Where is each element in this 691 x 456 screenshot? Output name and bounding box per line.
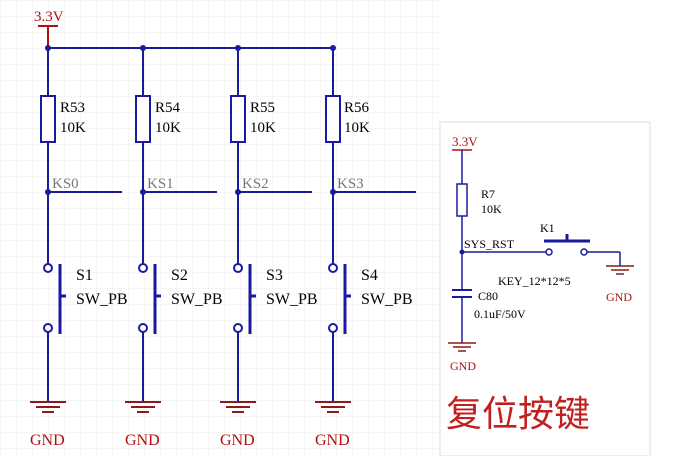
resistor-r7 — [456, 183, 468, 217]
resistor-r55 — [230, 95, 246, 143]
reset-switch-type: KEY_12*12*5 — [498, 274, 571, 288]
key-column-3: R55 10K KS2 S3 SW_PB GND — [220, 45, 318, 449]
ground-label: GND — [125, 432, 160, 449]
switch-ref: S4 — [361, 267, 378, 284]
power-label: 3.3V — [34, 9, 64, 25]
ground-label: GND — [30, 432, 65, 449]
switch-type: SW_PB — [266, 291, 318, 308]
switch-contact — [328, 323, 338, 333]
resistor-ref: R55 — [250, 100, 275, 116]
resistor-r53 — [40, 95, 56, 143]
resistor-value: 10K — [60, 120, 86, 136]
net-label: KS1 — [147, 176, 174, 192]
switch-type: SW_PB — [361, 291, 413, 308]
key-column-2: R54 10K KS1 S2 SW_PB GND — [125, 45, 223, 449]
reset-switch-ref: K1 — [540, 221, 555, 235]
key-circuit: 3.3V R53 10K KS0 S1 SW_PB GND — [30, 9, 416, 449]
ground-label: GND — [315, 432, 350, 449]
resistor-ref: R54 — [155, 100, 181, 116]
resistor-r54 — [135, 95, 151, 143]
left-grid-background — [0, 0, 440, 456]
switch-contact — [233, 323, 243, 333]
key-column-1: R53 10K KS0 S1 SW_PB GND — [30, 45, 128, 449]
switch-contact — [43, 323, 53, 333]
key-column-4: R56 10K KS3 S4 SW_PB GND — [315, 45, 416, 449]
capacitor-value: 0.1uF/50V — [474, 307, 526, 321]
resistor-ref: R53 — [60, 100, 85, 116]
ground-label: GND — [220, 432, 255, 449]
capacitor-ref: C80 — [478, 289, 498, 303]
switch-type: SW_PB — [76, 291, 128, 308]
switch-type: SW_PB — [171, 291, 223, 308]
reset-switch-ground-label: GND — [606, 290, 632, 304]
reset-panel — [439, 121, 651, 456]
resistor-value: 10K — [155, 120, 181, 136]
switch-contact — [43, 263, 53, 273]
switch-ref: S1 — [76, 267, 93, 284]
switch-contact — [545, 248, 553, 256]
switch-contact — [233, 263, 243, 273]
resistor-value: 10K — [250, 120, 276, 136]
switch-contact — [138, 263, 148, 273]
reset-cap-ground-label: GND — [450, 359, 476, 373]
reset-resistor-value: 10K — [481, 202, 502, 216]
resistor-ref: R56 — [344, 100, 370, 116]
reset-caption: 复位按键 — [446, 394, 590, 435]
reset-net-label: SYS_RST — [464, 237, 515, 251]
reset-resistor-ref: R7 — [481, 187, 495, 201]
switch-contact — [580, 248, 588, 256]
switch-ref: S3 — [266, 267, 283, 284]
resistor-value: 10K — [344, 120, 370, 136]
net-label: KS2 — [242, 176, 269, 192]
net-label: KS0 — [52, 176, 79, 192]
switch-contact — [328, 263, 338, 273]
switch-ref: S2 — [171, 267, 188, 284]
resistor-r56 — [325, 95, 341, 143]
net-label: KS3 — [337, 176, 364, 192]
reset-power-label: 3.3V — [452, 134, 478, 149]
reset-circuit: 3.3V R7 10K SYS_RST K1 KEY_12*12*5 GND C… — [446, 134, 634, 435]
switch-contact — [138, 323, 148, 333]
